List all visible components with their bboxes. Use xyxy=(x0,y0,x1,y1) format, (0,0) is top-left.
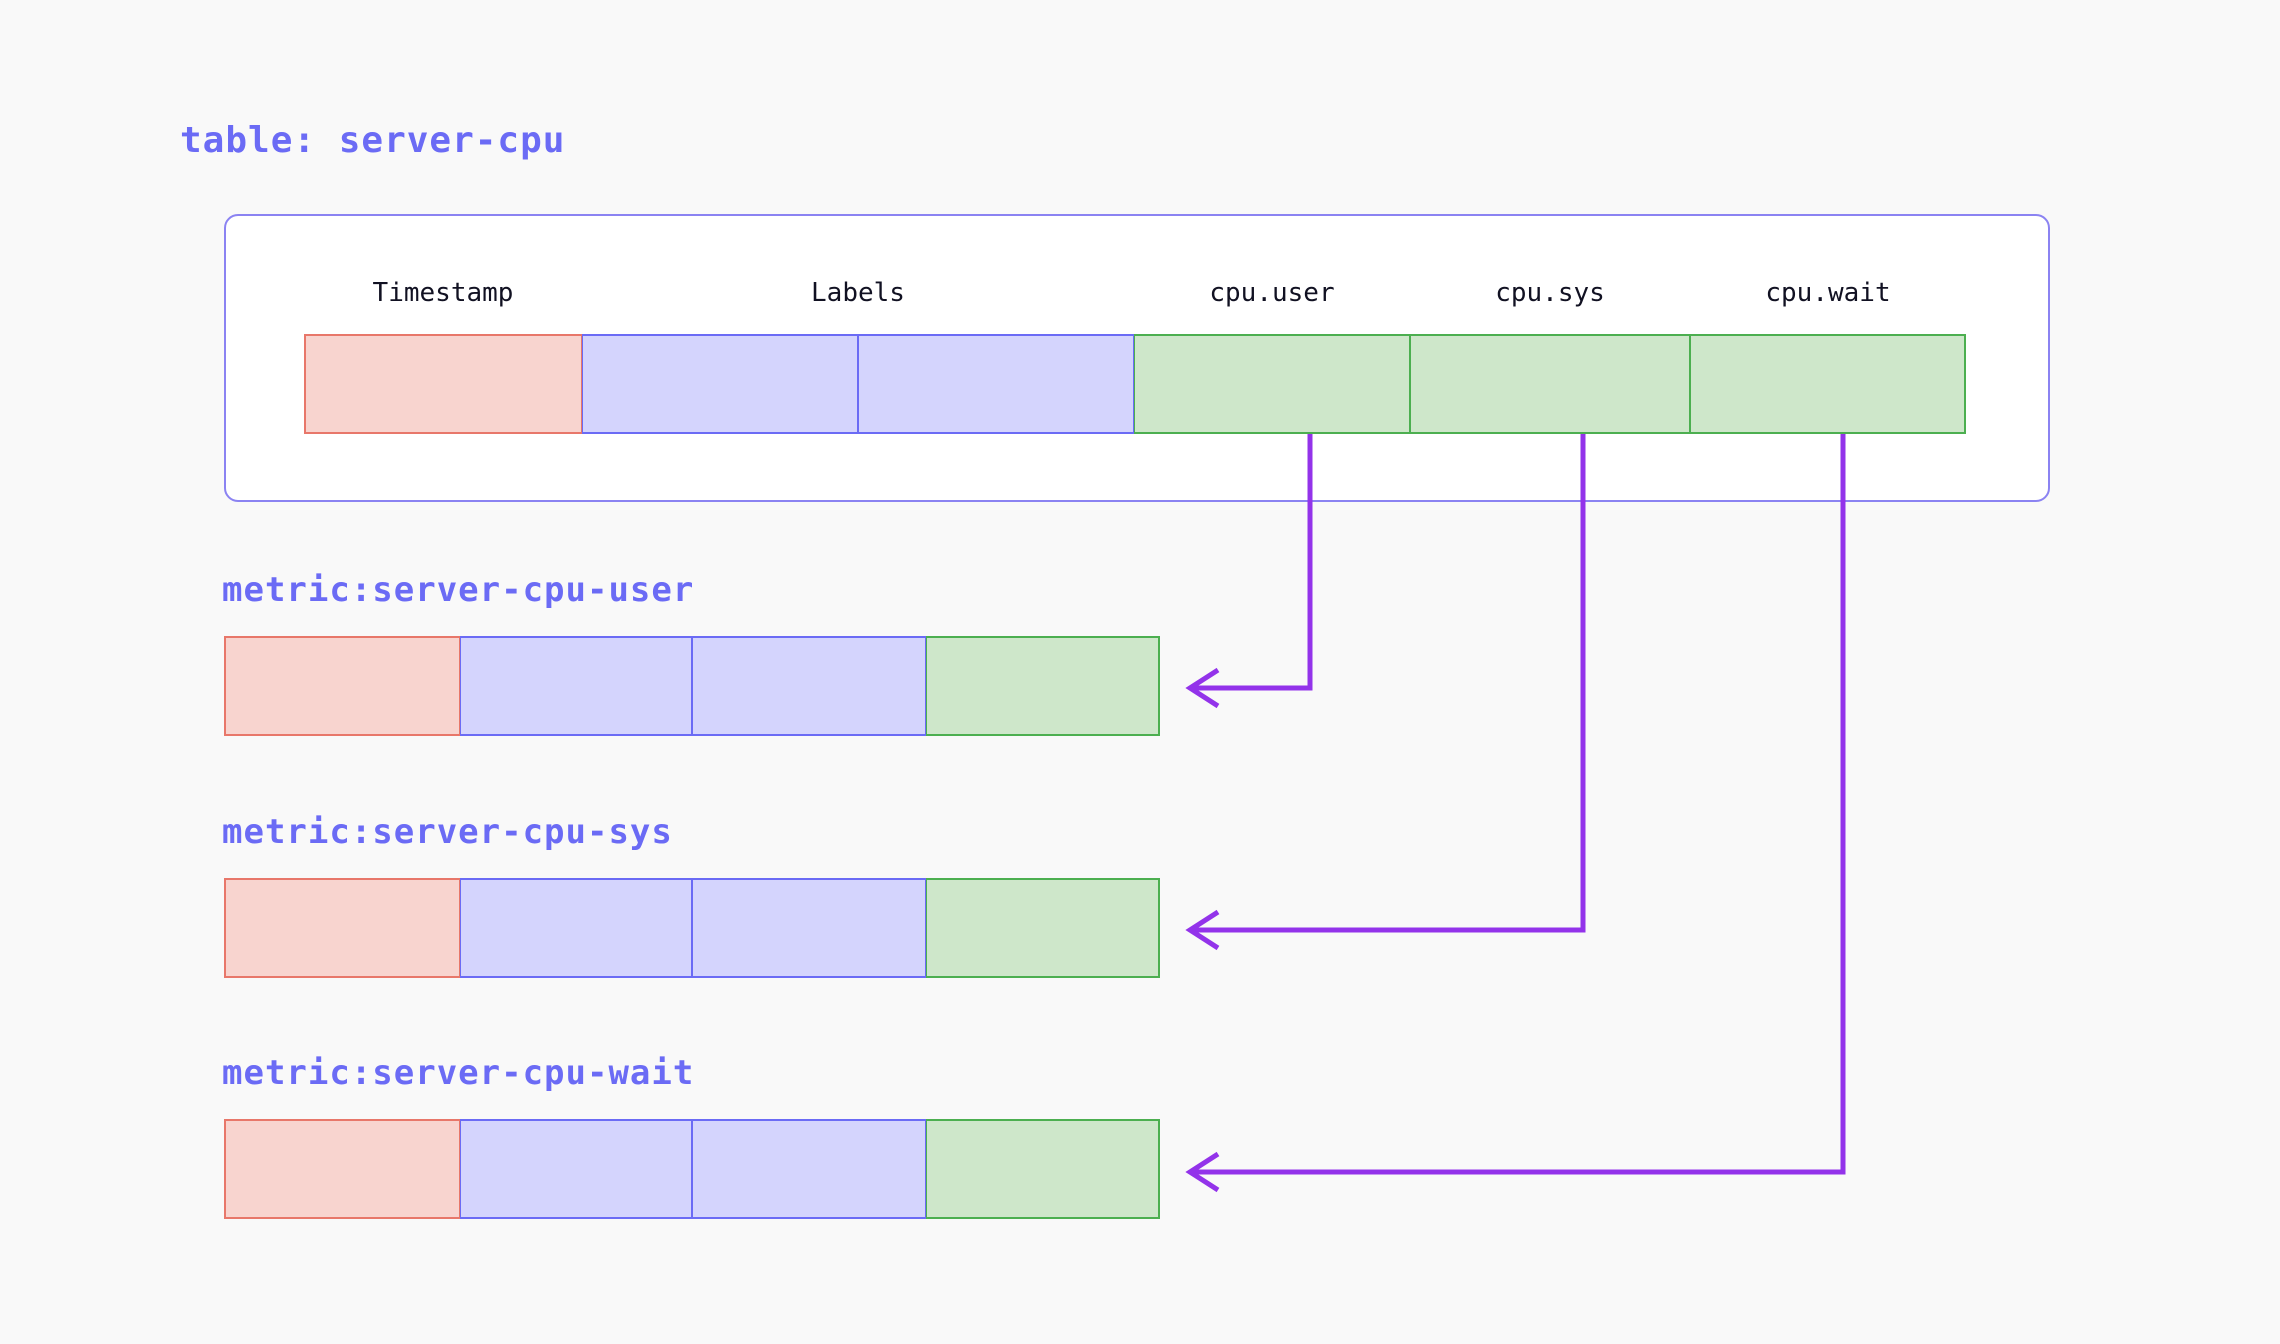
metric-1-cell-green-4 xyxy=(926,636,1160,736)
column-header-timestamp: Timestamp xyxy=(372,278,514,308)
table-cell-green-4 xyxy=(1134,334,1410,434)
table-title: table: server-cpu xyxy=(180,120,566,161)
column-header-cpu-wait: cpu.wait xyxy=(1765,278,1891,308)
metric-2-cell-blue-2 xyxy=(460,878,692,978)
metric-row-1 xyxy=(224,636,1224,736)
metric-3-cell-blue-3 xyxy=(692,1119,926,1219)
metric-label-3: metric:server-cpu-wait xyxy=(222,1053,695,1093)
metric-row-3 xyxy=(224,1119,1224,1219)
metric-3-cell-blue-2 xyxy=(460,1119,692,1219)
metric-1-cell-blue-3 xyxy=(692,636,926,736)
metric-2-cell-green-4 xyxy=(926,878,1160,978)
column-header-cpu-user: cpu.user xyxy=(1209,278,1335,308)
metric-1-cell-blue-2 xyxy=(460,636,692,736)
cpu-wait-connector xyxy=(1185,434,1846,1193)
metric-row-2 xyxy=(224,878,1224,978)
metric-3-cell-pink-1 xyxy=(224,1119,460,1219)
table-cell-blue-2 xyxy=(582,334,858,434)
metric-label-1: metric:server-cpu-user xyxy=(222,570,695,610)
metric-1-cell-pink-1 xyxy=(224,636,460,736)
metric-2-cell-blue-3 xyxy=(692,878,926,978)
table-row xyxy=(0,334,2280,434)
column-header-cpu-sys: cpu.sys xyxy=(1495,278,1605,308)
cpu-sys-connector xyxy=(1185,434,1586,951)
table-cell-green-5 xyxy=(1410,334,1690,434)
table-cell-green-6 xyxy=(1690,334,1966,434)
metric-2-cell-pink-1 xyxy=(224,878,460,978)
table-cell-blue-3 xyxy=(858,334,1134,434)
metric-3-cell-green-4 xyxy=(926,1119,1160,1219)
metric-label-2: metric:server-cpu-sys xyxy=(222,812,673,852)
column-header-labels: Labels xyxy=(811,278,905,308)
table-cell-pink-1 xyxy=(304,334,582,434)
